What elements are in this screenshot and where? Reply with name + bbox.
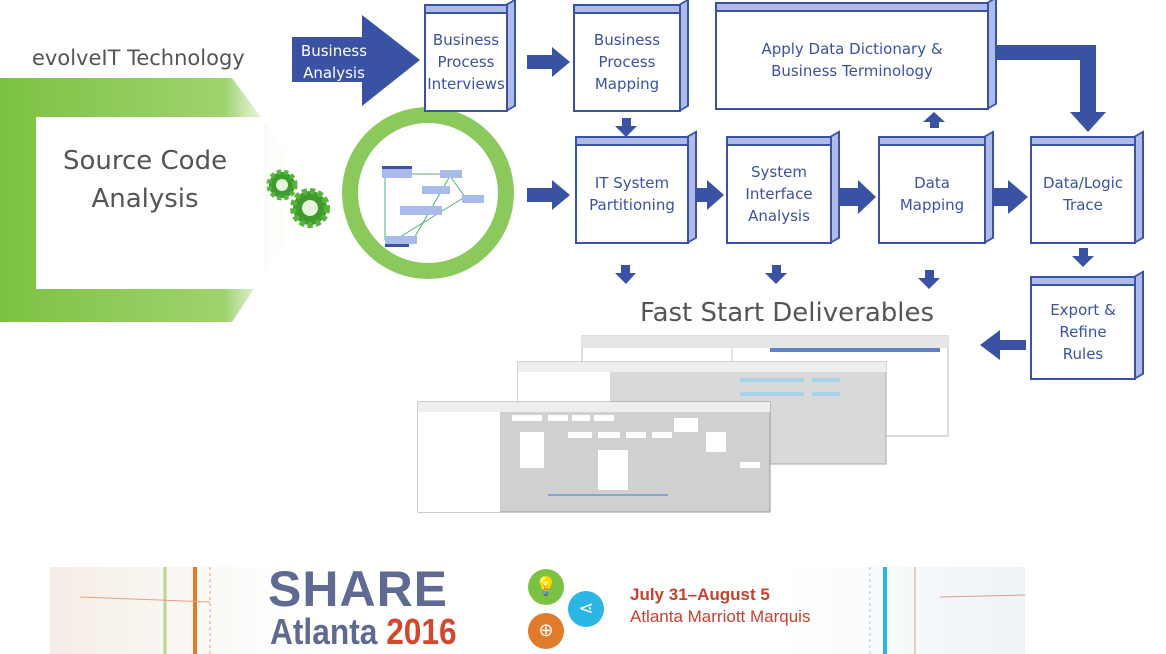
event-dates: July 31–August 5	[630, 585, 770, 604]
source-code-analysis-title: Source Code Analysis	[62, 146, 228, 214]
business-analysis-label: Business Analysis	[300, 42, 368, 82]
deliverable-screenshots	[417, 335, 949, 513]
bp-interviews-box: Business Process Interviews	[424, 0, 516, 113]
deliverables-title: Fast Start Deliverables	[640, 298, 935, 328]
system-interface-box: System Interface Analysis	[726, 130, 840, 244]
city: Atlanta	[270, 611, 378, 652]
it-partitioning-label: IT System Partitioning	[575, 144, 689, 244]
year: 2016	[386, 611, 457, 652]
data-dictionary-box: Apply Data Dictionary & Business Termino…	[715, 0, 997, 111]
business-analysis-arrow	[292, 15, 420, 106]
lightbulb-icon: 💡	[528, 569, 564, 605]
technology-label: evolveIT Technology	[32, 46, 245, 70]
bp-mapping-label: Business Process Mapping	[573, 12, 681, 112]
bp-mapping-box: Business Process Mapping	[573, 0, 689, 113]
event-info: July 31–August 5 Atlanta Marriott Marqui…	[630, 584, 810, 628]
it-partitioning-box: IT System Partitioning	[575, 130, 697, 244]
data-dictionary-label: Apply Data Dictionary & Business Termino…	[715, 10, 989, 110]
banner-decoration-left	[79, 567, 211, 654]
data-mapping-label: Data Mapping	[878, 144, 986, 244]
share-icon: ⋖	[568, 591, 604, 627]
share-city-year: Atlanta 2016	[270, 612, 457, 652]
share-logo-text: SHARE	[268, 561, 449, 617]
system-interface-label: System Interface Analysis	[726, 144, 832, 244]
share-banner: SHARE Atlanta 2016 💡 ⊕ ⋖ July 31–August …	[50, 561, 1025, 654]
gears-icon	[266, 169, 330, 228]
code-graph-icon	[382, 166, 484, 247]
banner-decoration-right	[869, 567, 1025, 654]
data-logic-trace-box: Data/Logic Trace	[1030, 130, 1144, 244]
export-refine-box: Export & Refine Rules	[1030, 270, 1144, 380]
bp-interviews-label: Business Process Interviews	[424, 12, 508, 112]
event-venue: Atlanta Marriott Marquis	[630, 607, 811, 626]
globe-icon: ⊕	[528, 613, 564, 649]
data-mapping-box: Data Mapping	[878, 130, 994, 244]
diagram-shapes	[0, 15, 1106, 513]
data-logic-trace-label: Data/Logic Trace	[1030, 144, 1136, 244]
export-refine-label: Export & Refine Rules	[1030, 284, 1136, 380]
